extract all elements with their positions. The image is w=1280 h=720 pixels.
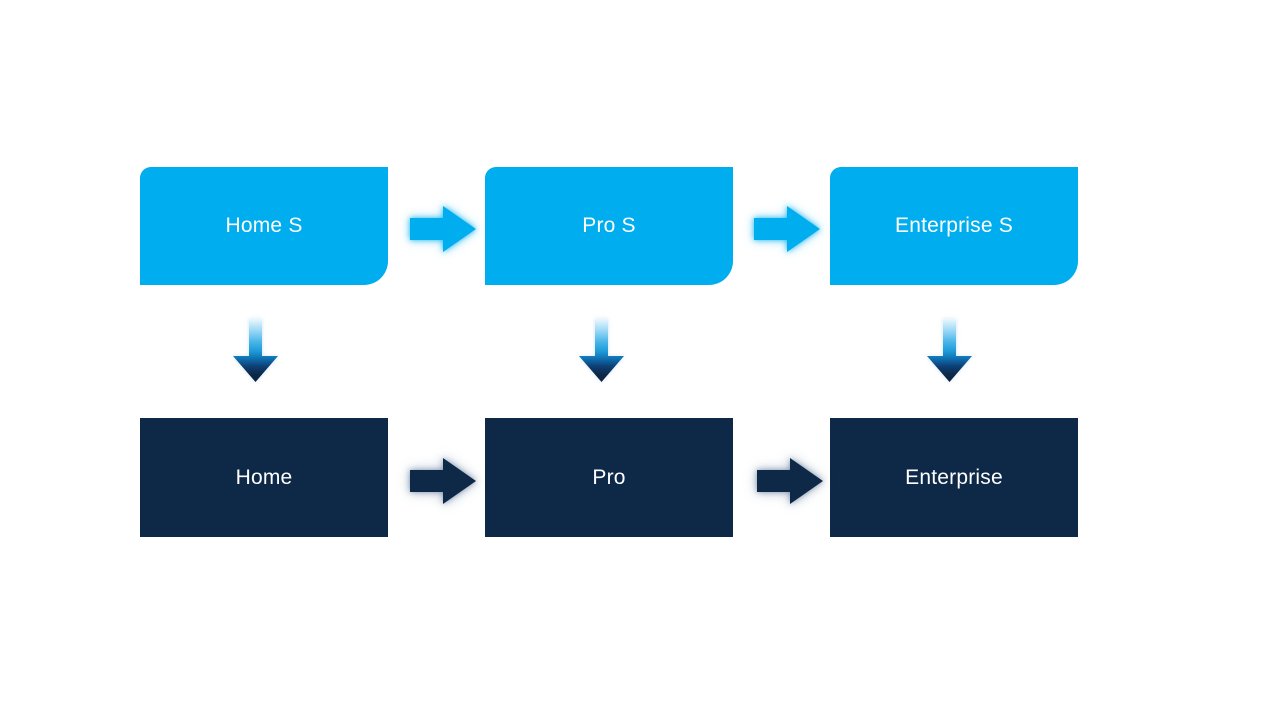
down-arrow-icon <box>579 319 624 382</box>
flow-box-enterprise: Enterprise <box>830 418 1078 537</box>
right-arrow-shape <box>757 458 823 504</box>
down-arrow-icon <box>233 319 278 382</box>
right-arrow-icon <box>410 458 476 504</box>
flow-box-label: Home S <box>225 214 303 237</box>
flow-box-label: Pro S <box>582 214 636 237</box>
flow-box-label: Enterprise <box>905 465 1003 489</box>
flow-box-pro-s: Pro S <box>485 167 733 285</box>
down-arrow-shape <box>579 319 624 382</box>
down-arrow-shape <box>233 319 278 382</box>
right-arrow-icon <box>757 458 823 504</box>
flow-box-pro: Pro <box>485 418 733 537</box>
flow-box-enterprise-s: Enterprise S <box>830 167 1078 285</box>
flow-box-home-s: Home S <box>140 167 388 285</box>
down-arrow-icon <box>927 319 972 382</box>
down-arrow-shape <box>927 319 972 382</box>
right-arrow-shape <box>754 206 820 252</box>
right-arrow-icon <box>410 206 476 252</box>
flow-box-home: Home <box>140 418 388 537</box>
right-arrow-shape <box>410 206 476 252</box>
right-arrow-shape <box>410 458 476 504</box>
right-arrow-icon <box>754 206 820 252</box>
flow-box-label: Home <box>235 465 293 489</box>
flow-box-label: Enterprise S <box>895 214 1013 237</box>
flow-box-label: Pro <box>592 465 626 489</box>
